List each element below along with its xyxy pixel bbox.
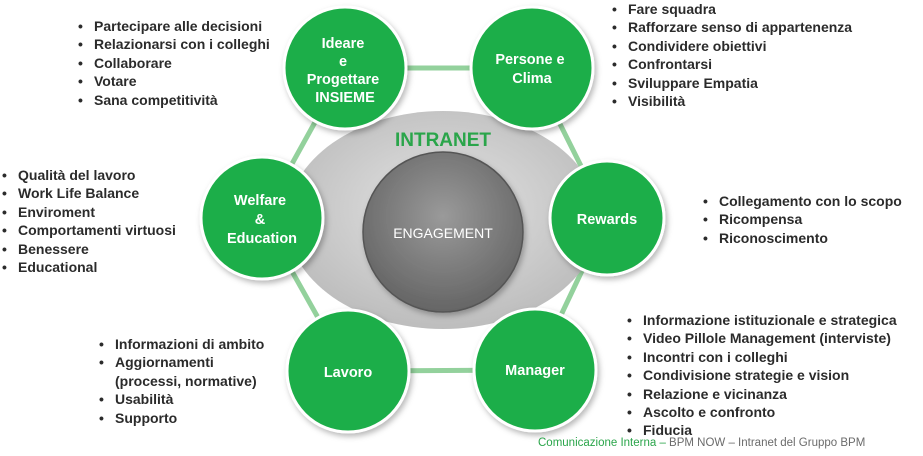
list-item: Work Life Balance [2,184,176,203]
list-item: Ascolto e confronto [627,403,897,422]
list-item: Benessere [2,240,176,259]
engagement-label: ENGAGEMENT [393,225,493,241]
node-rewards-circle [548,159,666,277]
list-item: Educational [2,258,176,277]
footer-caption: Comunicazione Interna – BPM NOW – Intran… [538,437,865,449]
node-persone-line: Persone e [495,52,564,68]
node-ideare-line: INSIEME [315,90,375,106]
node-ideare: Ideare e Progettare INSIEME [282,5,408,131]
list-item: Confrontarsi [612,55,852,74]
list-item: Video Pillole Management (interviste) [627,329,897,348]
svg-text:Persone e Clima: Persone e Clima [495,52,568,87]
welfare-list: Qualità del lavoro Work Life Balance Env… [2,166,176,277]
manager-list: Informazione istituzionale e strategica … [627,311,897,440]
intranet-label: INTRANET [395,130,491,151]
list-item: Riconoscimento [703,229,902,248]
node-ideare-line: Progettare [307,72,380,88]
svg-text:Ideare e Progettar: Ideare e Progettare INSIEME [307,36,384,106]
svg-text:Welfare & Educatio: Welfare & Education [227,193,297,247]
list-item: Visibilità [612,92,852,111]
footer-part-1: Comunicazione Interna – [538,437,666,449]
svg-text:Lavoro: Lavoro [324,365,372,381]
node-ideare-circle [282,5,408,131]
node-lavoro-circle [285,308,411,434]
list-item: Collegamento con lo scopo [703,192,902,211]
rewards-list: Collegamento con lo scopo Ricompensa Ric… [703,192,902,248]
node-lavoro: Lavoro [285,308,411,434]
node-manager-line: Manager [505,363,565,379]
list-item: Relazione e vicinanza [627,385,897,404]
node-manager: Manager [472,307,598,433]
node-ideare-line: e [339,54,347,70]
footer-part-2: BPM NOW – Intranet del Gruppo BPM [665,437,866,449]
node-rewards-line: Rewards [577,212,637,228]
list-item: Partecipare alle decisioni [78,17,270,36]
node-welfare: Welfare & Education [199,155,325,281]
list-item: Collaborare [78,54,270,73]
persone-list: Fare squadra Rafforzare senso di apparte… [612,0,852,111]
list-item: Usabilità [99,390,280,409]
list-item: Incontri con i colleghi [627,348,897,367]
list-item: Comportamenti virtuosi [2,221,176,240]
node-rewards: Rewards [548,159,666,277]
node-welfare-line: Education [227,231,297,247]
list-item: Sviluppare Empatia [612,74,852,93]
node-welfare-circle [199,155,325,281]
node-ideare-line: Ideare [322,36,365,52]
list-item: Rafforzare senso di appartenenza [612,18,852,37]
list-item: Informazioni di ambito [99,335,280,354]
list-item: Fiducia [627,421,897,440]
list-item: Enviroment [2,203,176,222]
list-item: Informazione istituzionale e strategica [627,311,897,330]
list-item: Supporto [99,409,280,428]
ideare-list: Partecipare alle decisioni Relazionarsi … [78,17,270,109]
list-item: Aggiornamenti (processi, normative) [99,353,280,390]
list-item: Relazionarsi con i colleghi [78,35,270,54]
svg-text:Manager: Manager [505,363,565,379]
node-persone-line: Clima [512,71,552,87]
node-welfare-line: Welfare [234,193,286,209]
node-persone-circle [469,5,595,131]
svg-text:Rewards: Rewards [577,212,637,228]
node-lavoro-line: Lavoro [324,365,372,381]
list-item: Ricompensa [703,210,902,229]
engagement-core [362,151,524,313]
list-item: Fare squadra [612,0,852,19]
list-item: Qualità del lavoro [2,166,176,185]
list-item: Condividere obiettivi [612,37,852,56]
list-item: Condivisione strategie e vision [627,366,897,385]
list-item: Sana competitività [78,91,270,110]
list-item: Votare [78,72,270,91]
node-persone: Persone e Clima [469,5,595,131]
lavoro-list: Informazioni di ambito Aggiornamenti (pr… [99,335,280,427]
node-welfare-line: & [255,212,266,228]
node-manager-circle [472,307,598,433]
